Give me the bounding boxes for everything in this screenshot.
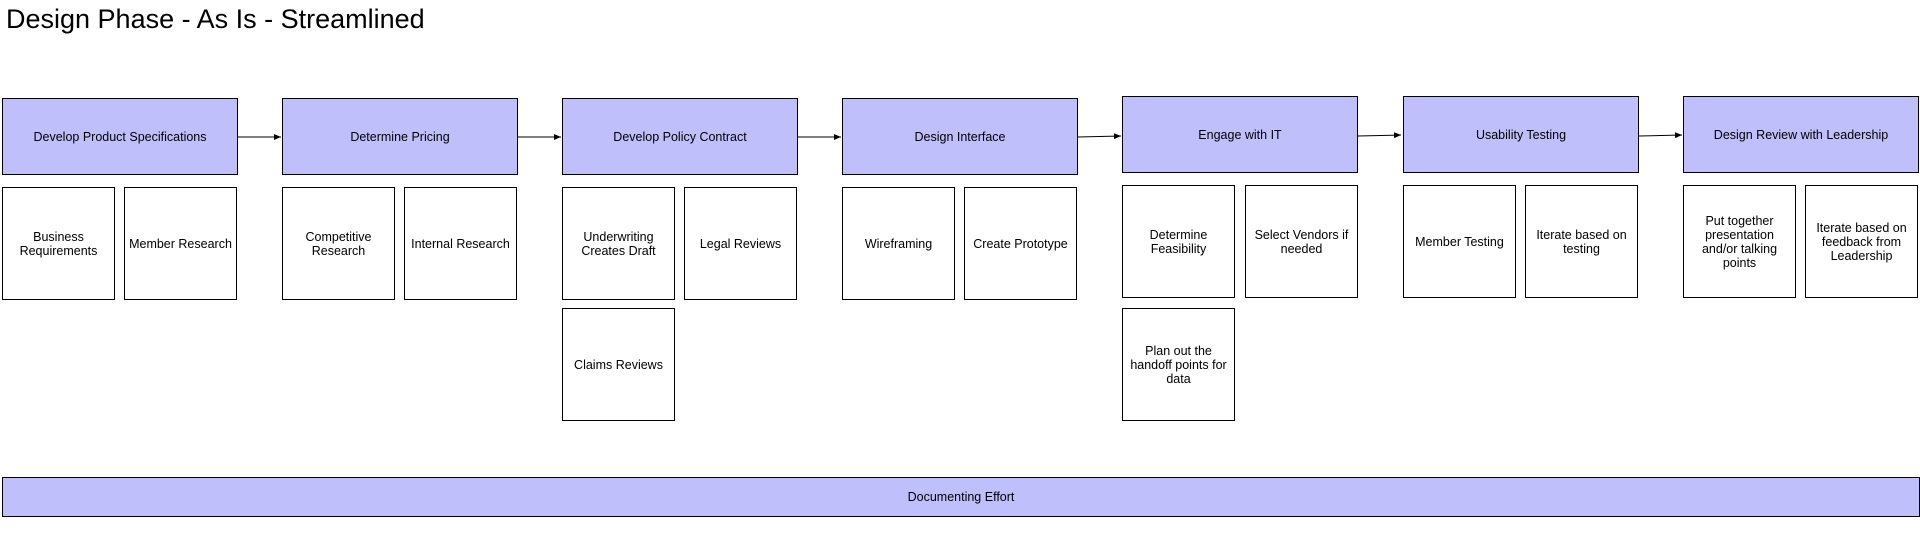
phase-design-review-with-leadership[interactable]: Design Review with Leadership [1683, 96, 1919, 173]
arrow-4 [1077, 133, 1122, 140]
task-determine-feasibility[interactable]: Determine Feasibility [1122, 185, 1235, 298]
task-competitive-research[interactable]: Competitive Research [282, 187, 395, 300]
phase-design-interface[interactable]: Design Interface [842, 98, 1078, 175]
phase-develop-policy-contract[interactable]: Develop Policy Contract [562, 98, 798, 175]
task-put-together-presentation[interactable]: Put together presentation and/or talking… [1683, 185, 1796, 298]
task-member-testing[interactable]: Member Testing [1403, 185, 1516, 298]
page-title: Design Phase - As Is - Streamlined [6, 4, 425, 34]
task-business-requirements[interactable]: Business Requirements [2, 187, 115, 300]
task-iterate-based-on-testing[interactable]: Iterate based on testing [1525, 185, 1638, 298]
task-plan-handoff-points[interactable]: Plan out the handoff points for data [1122, 308, 1235, 421]
documenting-effort-bar[interactable]: Documenting Effort [2, 477, 1920, 517]
task-select-vendors[interactable]: Select Vendors if needed [1245, 185, 1358, 298]
task-underwriting-creates-draft[interactable]: Underwriting Creates Draft [562, 187, 675, 300]
task-wireframing[interactable]: Wireframing [842, 187, 955, 300]
task-member-research[interactable]: Member Research [124, 187, 237, 300]
phase-develop-product-specifications[interactable]: Develop Product Specifications [2, 98, 238, 175]
arrow-6 [1638, 132, 1683, 139]
arrow-5 [1357, 132, 1402, 139]
task-claims-reviews[interactable]: Claims Reviews [562, 308, 675, 421]
task-internal-research[interactable]: Internal Research [404, 187, 517, 300]
task-iterate-based-on-feedback[interactable]: Iterate based on feedback from Leadershi… [1805, 185, 1918, 298]
phase-determine-pricing[interactable]: Determine Pricing [282, 98, 518, 175]
task-legal-reviews[interactable]: Legal Reviews [684, 187, 797, 300]
phase-usability-testing[interactable]: Usability Testing [1403, 96, 1639, 173]
task-create-prototype[interactable]: Create Prototype [964, 187, 1077, 300]
phase-engage-with-it[interactable]: Engage with IT [1122, 96, 1358, 173]
